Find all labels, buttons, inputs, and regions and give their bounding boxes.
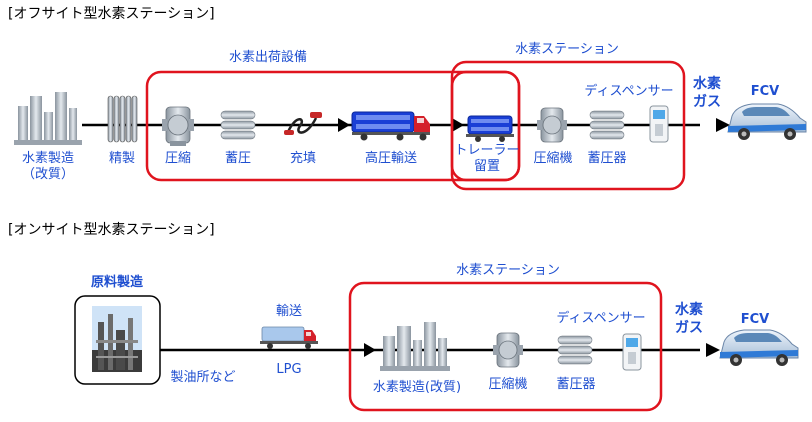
onsite-fcv-label: FCV bbox=[740, 312, 770, 327]
onsite-production-label: 水素製造(改質) bbox=[372, 380, 462, 395]
tank-truck-icon bbox=[351, 111, 430, 141]
offsite-car-icon bbox=[727, 103, 807, 140]
offsite-storage-icon bbox=[220, 110, 256, 140]
onsite-compressor-icon bbox=[493, 332, 523, 368]
refining-tubes-icon bbox=[107, 95, 138, 143]
onsite-transport-label: 輸送 bbox=[275, 304, 303, 319]
offsite-plant-icon bbox=[14, 92, 82, 145]
onsite-gas-label-line2: ガス bbox=[675, 320, 703, 336]
trailer-icon bbox=[466, 115, 514, 142]
offsite-trailer-frame bbox=[450, 70, 521, 182]
trailer-label-line2: 留置 bbox=[473, 159, 501, 174]
onsite-arrow-to-car bbox=[706, 343, 720, 357]
onsite-accumulator-icon bbox=[557, 335, 593, 365]
high-pressure-transport-label: 高圧輸送 bbox=[364, 151, 418, 166]
offsite-production-note: （改質） bbox=[21, 167, 75, 182]
offsite-accumulator-label: 蓄圧器 bbox=[587, 151, 627, 166]
refinery-label: 製油所など bbox=[170, 370, 236, 385]
onsite-accumulator-label: 蓄圧器 bbox=[556, 377, 596, 392]
offsite-section-title: [オフサイト型水素ステーション] bbox=[8, 6, 215, 22]
offsite-compressor-label: 圧縮機 bbox=[533, 151, 573, 166]
offsite-gas-label-line1: 水素 bbox=[693, 76, 721, 92]
offsite-gas-label-line2: ガス bbox=[693, 94, 721, 110]
offsite-production-label: 水素製造 bbox=[21, 151, 75, 166]
filling-nozzle-icon bbox=[284, 112, 322, 135]
offsite-fcv-label: FCV bbox=[750, 84, 780, 99]
offsite-station-compressor-icon bbox=[537, 107, 567, 143]
onsite-arrow-to-plant bbox=[364, 343, 376, 357]
compression-label: 圧縮 bbox=[164, 151, 192, 166]
onsite-plant-icon bbox=[380, 322, 450, 371]
offsite-arrow-to-trailer bbox=[452, 118, 464, 132]
trailer-label-line1: トレーラー bbox=[454, 143, 520, 158]
refining-label: 精製 bbox=[108, 151, 136, 166]
offsite-dispenser-label: ディスペンサー bbox=[584, 84, 674, 99]
lpg-truck-icon bbox=[260, 326, 318, 349]
offsite-dispenser-icon bbox=[649, 105, 669, 143]
offsite-station-group-label: 水素ステーション bbox=[515, 42, 619, 57]
offsite-compressor-icon bbox=[162, 106, 194, 146]
lpg-label: LPG bbox=[276, 362, 302, 377]
storage-label: 蓄圧 bbox=[224, 151, 252, 166]
onsite-section-title: [オンサイト型水素ステーション] bbox=[8, 222, 215, 238]
onsite-dispenser-label: ディスペンサー bbox=[556, 311, 646, 326]
offsite-accumulator-icon bbox=[589, 110, 625, 140]
onsite-gas-label-line1: 水素 bbox=[675, 302, 703, 318]
onsite-compressor-label: 圧縮機 bbox=[488, 377, 528, 392]
onsite-station-group-label: 水素ステーション bbox=[456, 263, 560, 278]
raw-material-label: 原料製造 bbox=[90, 275, 144, 290]
refinery-photo-icon bbox=[92, 306, 142, 372]
offsite-arrow-to-truck bbox=[338, 118, 350, 132]
onsite-station-frame bbox=[348, 281, 663, 412]
onsite-dispenser-icon bbox=[622, 333, 642, 371]
offsite-arrow-to-car bbox=[716, 118, 730, 132]
offsite-shipping-group-label: 水素出荷設備 bbox=[228, 50, 308, 65]
filling-label: 充填 bbox=[289, 151, 317, 166]
onsite-car-icon bbox=[719, 329, 799, 366]
